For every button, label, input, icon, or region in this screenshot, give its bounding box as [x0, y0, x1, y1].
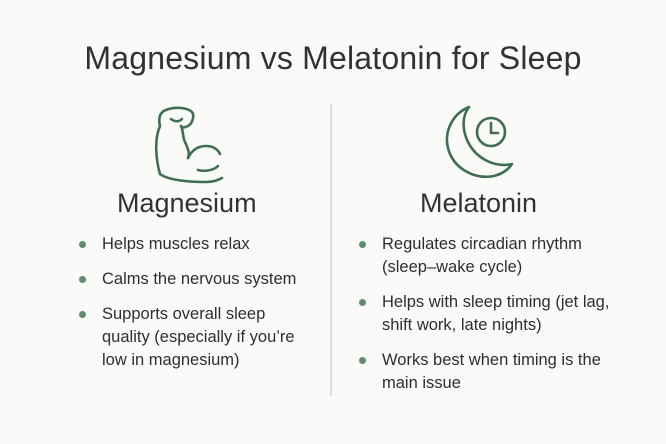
bullet-dot-icon [79, 241, 86, 248]
column-divider [330, 104, 332, 396]
list-item: Works best when timing is the main issue [356, 349, 646, 395]
page-title: Magnesium vs Melatonin for Sleep [84, 40, 582, 76]
list-item: Regulates circadian rhythm (sleep–wake c… [356, 233, 646, 279]
bullet-dot-icon [359, 241, 366, 248]
bullet-dot-icon [359, 357, 366, 364]
bullet-dot-icon [79, 276, 86, 283]
list-item: Calms the nervous system [76, 268, 326, 291]
list-item: Helps muscles relax [76, 233, 326, 256]
list-item: Supports overall sleep quality (especial… [76, 303, 302, 372]
magnesium-heading: Magnesium [117, 188, 257, 218]
melatonin-benefits-list: Regulates circadian rhythm (sleep–wake c… [356, 233, 646, 407]
bullet-dot-icon [359, 299, 366, 306]
bullet-dot-icon [79, 311, 86, 318]
magnesium-benefits-list: Helps muscles relax Calms the nervous sy… [76, 233, 326, 384]
flexed-bicep-icon [154, 106, 224, 184]
moon-clock-icon [445, 105, 514, 179]
melatonin-heading: Melatonin [420, 188, 538, 218]
list-item: Helps with sleep timing (jet lag, shift … [356, 291, 646, 337]
